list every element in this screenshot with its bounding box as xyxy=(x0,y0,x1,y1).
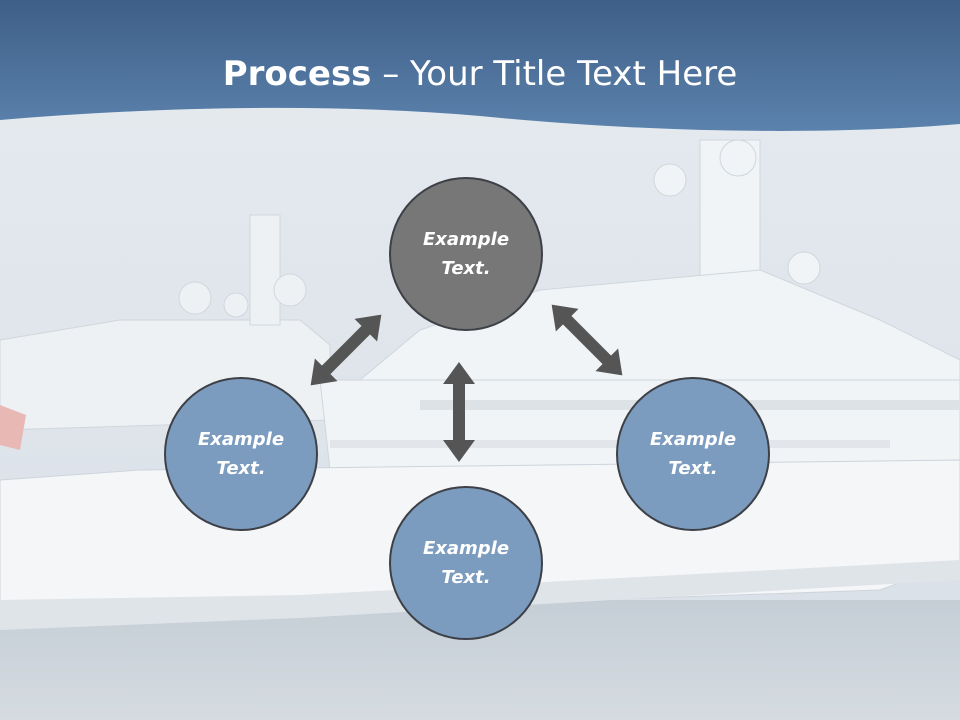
process-node-bottom: Example Text. xyxy=(389,486,543,640)
double-arrow-top-left xyxy=(310,314,382,386)
node-label-line2: Text. xyxy=(441,567,491,588)
node-label-line2: Text. xyxy=(441,258,491,279)
double-arrow-vertical xyxy=(443,362,475,462)
title-bold-word: Process xyxy=(222,54,372,94)
node-label-line1: Example xyxy=(649,429,737,450)
slide-title: Process – Your Title Text Here xyxy=(0,52,960,96)
process-node-left: Example Text. xyxy=(164,377,318,531)
double-arrow-top-right xyxy=(551,304,623,376)
node-label-line2: Text. xyxy=(216,458,266,479)
node-label-line1: Example xyxy=(197,429,285,450)
node-label-line1: Example xyxy=(422,538,510,559)
title-rest: – Your Title Text Here xyxy=(371,54,738,94)
process-node-right: Example Text. xyxy=(616,377,770,531)
node-label-line2: Text. xyxy=(668,458,718,479)
node-label-line1: Example xyxy=(422,229,510,250)
process-node-top: Example Text. xyxy=(389,177,543,331)
